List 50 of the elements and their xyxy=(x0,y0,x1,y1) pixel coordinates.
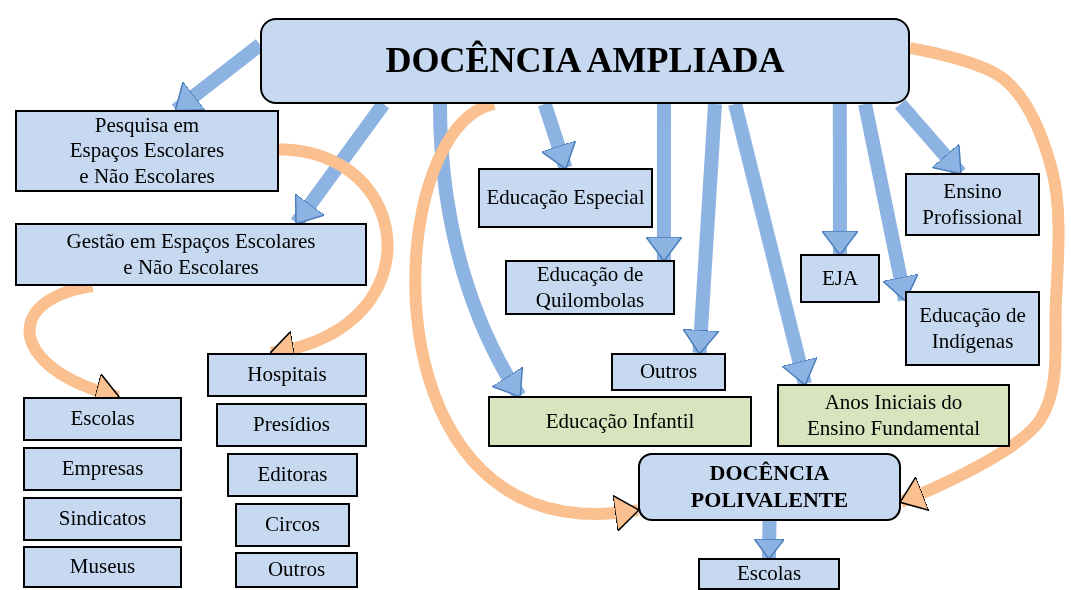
node-label: Gestão em Espaços Escolares e Não Escolares xyxy=(66,228,316,281)
concept-box xyxy=(505,260,675,315)
node-label: Presídios xyxy=(253,412,330,438)
node-label: Educação Infantil xyxy=(545,408,695,435)
node-label: Empresas xyxy=(61,456,144,482)
concept-box xyxy=(905,173,1040,236)
concept-box xyxy=(23,447,182,491)
block-arrow xyxy=(821,104,859,256)
node-label: Pesquisa em Espaços Escolares e Não Escolares xyxy=(68,112,226,190)
concept-box xyxy=(23,546,182,588)
node-label: Circos xyxy=(265,512,320,538)
block-arrow xyxy=(682,103,722,355)
concept-box xyxy=(235,552,358,588)
block-arrow xyxy=(728,102,818,386)
node-label: Outros xyxy=(267,557,326,583)
concept-box xyxy=(207,353,367,397)
concept-box xyxy=(235,503,350,547)
node-label: Educação de Quilombolas xyxy=(534,261,646,314)
concept-box xyxy=(905,291,1040,366)
concept-box xyxy=(800,254,880,303)
node-label: EJA xyxy=(821,265,859,292)
concept-box xyxy=(777,384,1010,447)
node-label: Ensino Profissional xyxy=(921,178,1024,231)
block-arrow xyxy=(538,101,577,171)
concept-box xyxy=(15,223,367,286)
block-arrow xyxy=(645,103,683,262)
concept-box xyxy=(227,453,358,497)
concept-box xyxy=(488,396,752,447)
concept-box xyxy=(216,403,367,447)
node-label: Educação de Indígenas xyxy=(918,302,1027,355)
node-label: Sindicatos xyxy=(58,506,147,532)
node-label: Editoras xyxy=(257,462,328,488)
rounded-concept-box xyxy=(260,18,910,104)
block-arrow xyxy=(753,520,785,560)
node-label: Museus xyxy=(69,554,136,580)
concept-box xyxy=(23,397,182,441)
node-label: Educação Especial xyxy=(486,185,645,211)
concept-box xyxy=(478,168,653,228)
rounded-concept-box xyxy=(638,453,901,521)
concept-box xyxy=(698,558,840,590)
concept-box xyxy=(15,110,279,192)
node-label: Hospitais xyxy=(247,362,327,388)
node-label: Escolas xyxy=(736,561,802,587)
node-label: DOCÊNCIA POLIVALENTE xyxy=(689,460,850,514)
node-label: Outros xyxy=(639,359,698,385)
node-label: Escolas xyxy=(70,406,135,432)
concept-box xyxy=(611,353,726,391)
concept-box xyxy=(23,497,182,541)
node-label: Anos Iniciais do Ensino Fundamental xyxy=(805,389,982,442)
node-label: DOCÊNCIA AMPLIADA xyxy=(385,39,785,83)
